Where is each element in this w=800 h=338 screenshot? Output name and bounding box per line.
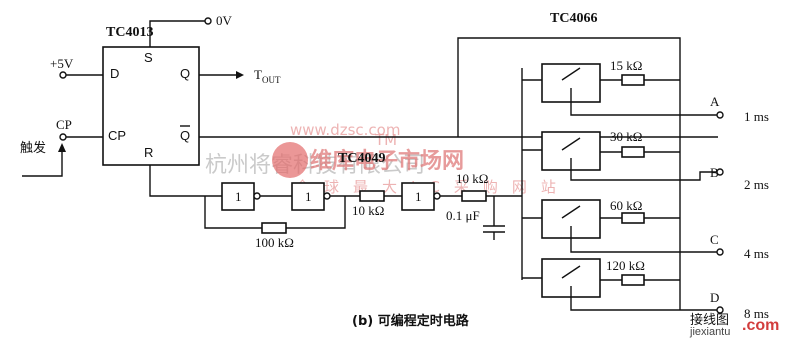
- label-r-b: 30 kΩ: [610, 129, 642, 144]
- output-d-label: D: [710, 290, 719, 305]
- site-watermark: 接线图 jiexiantu .com: [689, 312, 779, 338]
- terminal-d: [716, 306, 724, 314]
- ctrl-a-line: [570, 102, 718, 116]
- switch-b-contact: [561, 137, 581, 151]
- terminal-0v: [204, 17, 212, 25]
- label-vcc: +5V: [50, 56, 74, 71]
- terminal-vcc: [59, 71, 67, 79]
- watermark-brand: 维库电子市场网: [310, 148, 464, 174]
- watermark-company: 杭州将睿科技有限公司: [205, 153, 425, 178]
- output-a-label: A: [710, 94, 720, 109]
- inverter-2: 1: [291, 182, 331, 211]
- switch-d: 120 kΩ: [522, 258, 680, 298]
- inverter-3-label: 1: [415, 189, 422, 204]
- watermark-logo-url: www.dzsc.com: [290, 121, 400, 139]
- output-b-label: B: [710, 165, 719, 180]
- terminal-cp: [59, 133, 67, 141]
- label-0v: 0V: [216, 13, 233, 28]
- figure-caption: (b) 可编程定时电路: [352, 313, 470, 329]
- flipflop-chip-label: TC4013: [106, 25, 153, 40]
- inverter-chip-label: TC4049: [338, 151, 385, 166]
- watermark-logo: [272, 142, 308, 178]
- flipflop-pin-q: Q: [180, 66, 190, 81]
- wire-s-to-0v: [149, 20, 205, 47]
- output-a-time: 1 ms: [744, 109, 769, 124]
- inverter-3: 1: [401, 182, 441, 211]
- output-c-label: C: [710, 232, 719, 247]
- switch-a-contact: [561, 67, 581, 81]
- flipflop-pin-s: S: [144, 50, 153, 65]
- watermark-tm: TM: [374, 131, 397, 149]
- site-cn: 接线图: [690, 312, 729, 328]
- flipflop-pin-d: D: [110, 66, 119, 81]
- label-cap: 0.1 μF: [446, 208, 480, 223]
- resistor-d: [621, 274, 645, 286]
- label-r-d: 120 kΩ: [606, 258, 645, 273]
- output-d-time: 8 ms: [744, 306, 769, 321]
- switch-d-contact: [561, 265, 581, 279]
- wire-r-to-inverter: [149, 165, 222, 197]
- resistor-a: [621, 74, 645, 86]
- label-cp-input: CP: [56, 117, 72, 132]
- terminal-c: [716, 248, 724, 256]
- switch-a: 15 kΩ: [522, 58, 680, 103]
- label-r-series2: 10 kΩ: [456, 171, 488, 186]
- switch-b: 30 kΩ: [522, 129, 680, 171]
- flipflop-pin-cp: CP: [108, 128, 126, 143]
- resistor-10k-1: [359, 190, 385, 202]
- switch-c-contact: [561, 205, 581, 219]
- ctrl-b-line: [570, 170, 718, 181]
- resistor-c: [621, 212, 645, 224]
- flipflop-body: [102, 46, 200, 166]
- wire-feedback-right: [286, 196, 346, 229]
- label-r-c: 60 kΩ: [610, 198, 642, 213]
- output-b-time: 2 ms: [744, 177, 769, 192]
- label-r-feedback: 100 kΩ: [255, 235, 294, 250]
- wire-control-rail: [457, 37, 681, 310]
- output-c-time: 4 ms: [744, 246, 769, 261]
- ctrl-d-line: [570, 297, 718, 311]
- arrow-tout: [236, 71, 244, 79]
- inverter-1: 1: [221, 182, 261, 211]
- flipflop-tc4013: TC4013 D S Q CP R Q: [102, 25, 200, 166]
- switch-chip-label: TC4066: [550, 11, 597, 26]
- label-trigger: 触发: [20, 140, 46, 156]
- trigger-arrow: [58, 143, 66, 152]
- site-url: jiexiantu: [689, 326, 730, 338]
- flipflop-pin-qbar: Q: [180, 128, 190, 143]
- resistor-10k-2: [461, 190, 487, 202]
- inverter-1-bubble: [253, 192, 261, 200]
- terminal-a: [716, 111, 724, 119]
- inverter-2-body: [291, 182, 325, 211]
- label-r-a: 15 kΩ: [610, 58, 642, 73]
- site-com: .com: [742, 317, 779, 334]
- inverter-2-bubble: [323, 192, 331, 200]
- inverter-1-label: 1: [235, 189, 242, 204]
- switch-c: 60 kΩ: [522, 198, 680, 239]
- wire-feedback-left: [204, 196, 262, 229]
- trigger-pulse: [22, 150, 63, 177]
- flipflop-pin-r: R: [144, 145, 153, 160]
- resistor-b: [621, 146, 645, 158]
- terminal-b: [716, 168, 724, 176]
- ctrl-c-line: [570, 238, 718, 253]
- label-tout: TOUT: [254, 67, 281, 85]
- inverter-2-label: 1: [305, 189, 312, 204]
- resistor-100k: [261, 222, 287, 234]
- watermark: 杭州将睿科技有限公司 www.dzsc.com TM 维库电子市场网 全球最大I…: [205, 121, 556, 196]
- label-r-series1: 10 kΩ: [352, 203, 384, 218]
- inverter-3-bubble: [433, 192, 441, 200]
